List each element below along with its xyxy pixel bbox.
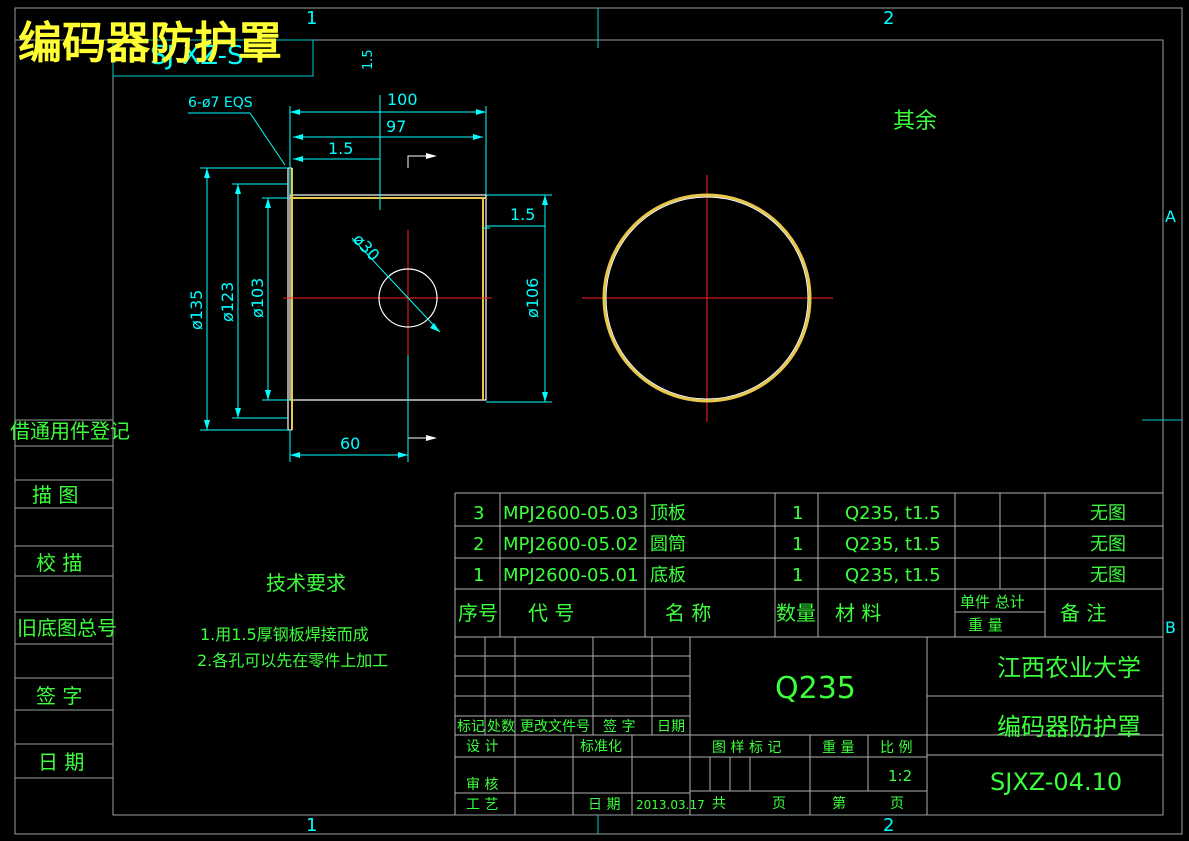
parts-header-no: 序号 bbox=[458, 601, 498, 625]
roughness-note: 其余 bbox=[893, 109, 937, 134]
tb-weight: 重 量 bbox=[822, 740, 854, 756]
part-row-2-note: 无图 bbox=[1090, 534, 1126, 555]
tech-req-line2: 2.各孔可以先在零件上加工 bbox=[197, 651, 388, 670]
parts-header-code: 代 号 bbox=[528, 601, 574, 625]
hole-note: 6-ø7 EQS bbox=[188, 95, 253, 111]
left-check-label: 校 描 bbox=[36, 551, 82, 575]
left-sign-label: 签 字 bbox=[36, 684, 82, 708]
title-drawing-no: SJXZ-04.10 bbox=[990, 768, 1122, 796]
tb-scale-label: 比 例 bbox=[880, 740, 912, 756]
dim-135: ø135 bbox=[187, 290, 206, 330]
section-view bbox=[282, 153, 492, 441]
part-row-2-code: MPJ2600-05.02 bbox=[503, 534, 639, 555]
tb-scale: 1:2 bbox=[888, 767, 912, 785]
dim-106: ø106 bbox=[523, 278, 542, 318]
dimension-lines bbox=[188, 95, 552, 462]
title-school: 江西农业大学 bbox=[997, 654, 1141, 682]
zone-col2-top: 2 bbox=[883, 8, 894, 29]
dim-1-5-top: 1.5 bbox=[328, 139, 353, 158]
parts-header-material: 材 料 bbox=[835, 601, 881, 625]
small-note-top: 1.5 bbox=[361, 49, 376, 70]
rev-header-mark: 标记 bbox=[457, 719, 485, 735]
parts-header-weight: 重 量 bbox=[968, 616, 1003, 634]
rev-header-count: 处数 bbox=[487, 719, 515, 735]
title-material: Q235 bbox=[775, 671, 856, 706]
rev-header-file: 更改文件号 bbox=[520, 719, 590, 735]
tb-process: 工 艺 bbox=[466, 797, 498, 813]
part-row-1-material: Q235, t1.5 bbox=[845, 565, 941, 586]
left-old-number-label: 旧底图总号 bbox=[17, 616, 117, 640]
part-row-1-name: 底板 bbox=[650, 565, 686, 586]
dim-97: 97 bbox=[386, 117, 406, 136]
tb-standard: 标准化 bbox=[580, 739, 622, 755]
parts-header-qty: 数量 bbox=[776, 601, 816, 625]
title-underlay: SJ XZ-S bbox=[150, 41, 244, 71]
part-row-1-qty: 1 bbox=[792, 565, 803, 586]
tb-page2: 页 bbox=[890, 796, 904, 812]
part-row-2-name: 圆筒 bbox=[650, 534, 686, 555]
tb-date: 2013.03.17 bbox=[636, 798, 705, 812]
left-date-label: 日 期 bbox=[38, 750, 84, 774]
dim-103: ø103 bbox=[248, 278, 267, 318]
part-row-1-note: 无图 bbox=[1090, 565, 1126, 586]
left-registry-grid bbox=[15, 419, 113, 779]
dim-30: ø30 bbox=[349, 230, 383, 265]
tb-no-label: 第 bbox=[832, 795, 846, 812]
side-view bbox=[582, 175, 833, 422]
tb-design: 设 计 bbox=[466, 739, 498, 755]
tech-req-line1: 1.用1.5厚钢板焊接而成 bbox=[200, 625, 369, 644]
tb-total: 共 bbox=[712, 796, 726, 812]
parts-header-note: 备 注 bbox=[1060, 601, 1106, 625]
zone-col1-top: 1 bbox=[306, 8, 317, 29]
parts-header-unit-total: 单件 总计 bbox=[960, 593, 1025, 611]
zone-col1-bottom: 1 bbox=[306, 815, 317, 836]
part-row-3-material: Q235, t1.5 bbox=[845, 503, 941, 524]
dim-60: 60 bbox=[340, 434, 360, 453]
parts-list-grid bbox=[454, 492, 1163, 815]
zone-row-b: B bbox=[1165, 618, 1176, 637]
title-box bbox=[112, 39, 314, 77]
parts-header-name: 名 称 bbox=[665, 601, 711, 625]
part-row-3-qty: 1 bbox=[792, 503, 803, 524]
part-row-3-note: 无图 bbox=[1090, 503, 1126, 524]
zone-row-a: A bbox=[1165, 207, 1176, 226]
part-row-1-code: MPJ2600-05.01 bbox=[503, 565, 639, 586]
border-frame bbox=[14, 7, 1183, 835]
part-row-3-no: 3 bbox=[473, 503, 484, 524]
rev-header-sign: 签 字 bbox=[603, 718, 635, 735]
title-block-grid bbox=[455, 637, 1163, 815]
dimension-arrows bbox=[204, 109, 548, 458]
zone-col2-bottom: 2 bbox=[883, 815, 894, 836]
part-row-3-name: 顶板 bbox=[650, 503, 686, 524]
tb-review: 审 核 bbox=[466, 777, 498, 793]
left-registry-label: 借通用件登记 bbox=[10, 419, 130, 443]
dim-123: ø123 bbox=[218, 282, 237, 322]
part-row-2-no: 2 bbox=[473, 534, 484, 555]
part-row-3-code: MPJ2600-05.03 bbox=[503, 503, 639, 524]
dim-1-5-right: 1.5 bbox=[510, 205, 535, 224]
part-row-2-qty: 1 bbox=[792, 534, 803, 555]
part-row-2-material: Q235, t1.5 bbox=[845, 534, 941, 555]
left-trace-label: 描 图 bbox=[32, 483, 78, 507]
tb-mark: 图 样 标 记 bbox=[712, 740, 781, 756]
dim-100: 100 bbox=[387, 90, 418, 109]
tech-req-heading: 技术要求 bbox=[266, 571, 346, 595]
title-part-name: 编码器防护罩 bbox=[997, 713, 1141, 741]
tb-date-label: 日 期 bbox=[588, 797, 620, 813]
drawing-title: 编码器防护罩 bbox=[18, 18, 282, 69]
rev-header-date: 日期 bbox=[657, 719, 685, 735]
part-row-1-no: 1 bbox=[473, 565, 484, 586]
tb-page: 页 bbox=[772, 796, 786, 812]
